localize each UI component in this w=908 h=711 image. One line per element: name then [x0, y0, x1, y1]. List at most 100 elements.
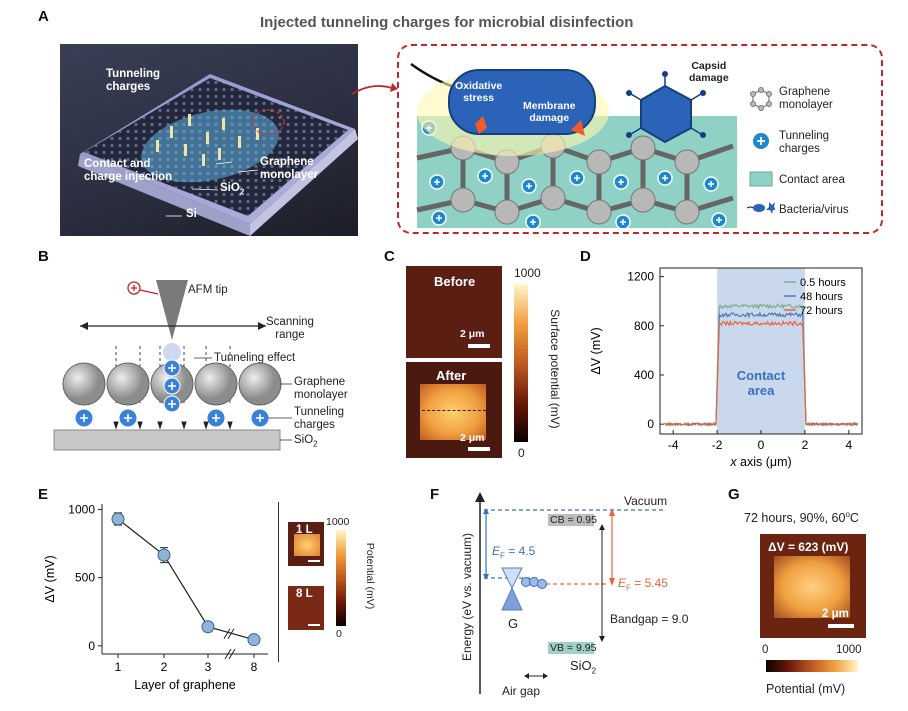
inset-1l-label: 1 L [296, 524, 313, 536]
ylabel-d: ΔV (mV) [589, 327, 603, 374]
colorbar-e-label: Potential (mV) [364, 542, 376, 610]
graphene-device-photo: Tunneling charges Contact and charge inj… [60, 44, 358, 236]
colorbar-g [766, 660, 858, 672]
tunneling-charge-icon [753, 133, 769, 149]
contact-area-shade [717, 268, 805, 434]
sio2-label-f: SiO2 [570, 658, 597, 676]
vb-label: VB = 9.95 [550, 642, 597, 654]
colorbar-c [514, 284, 528, 442]
series-line-2 [664, 319, 858, 427]
colorbar-e-max: 1000 [326, 516, 350, 528]
inset-1l: 1 L [288, 522, 324, 566]
data-point-e [157, 548, 171, 562]
cb-label: CB = 0.95 [550, 514, 597, 526]
panel-d-label: D [580, 248, 591, 265]
sio2-substrate [53, 429, 281, 451]
data-point-e [201, 620, 215, 634]
membrane-damage-label: Membrane damage [523, 100, 576, 124]
xtick-label-d: -2 [712, 438, 723, 452]
tunneling-charge-faded [163, 343, 181, 361]
tunneling-effect-label: Tunneling effect [214, 352, 296, 364]
xtick-label-d: 4 [845, 438, 852, 452]
charges-label-b: Tunneling charges [294, 406, 345, 431]
graphene-monolayer-label: Graphene monolayer [260, 156, 319, 181]
sio2-label-b: SiO2 [294, 434, 318, 449]
series-line-e [117, 518, 255, 641]
g-map: ΔV = 623 (mV) 2 μm [760, 534, 866, 638]
panel-b-label: B [38, 248, 49, 265]
contact-injection-label: Contact and charge injection [84, 158, 173, 183]
legend-contact: Contact area [779, 174, 845, 186]
g-dv-label: ΔV = 623 (mV) [768, 540, 849, 554]
xtick-label-e: 3 [205, 660, 212, 674]
scanning-range-label: Scanning range [266, 316, 314, 341]
xtick-label-d: -4 [668, 438, 679, 452]
inset-8l: 8 L [288, 586, 324, 630]
profile-line [422, 410, 486, 411]
g-condition: 72 hours, 90%, 60oC [744, 510, 859, 526]
ylabel-e: ΔV (mV) [43, 555, 57, 602]
ytick-label-d: 400 [634, 368, 654, 382]
axis-break-2 [228, 648, 236, 660]
inset-8l-label: 8 L [296, 588, 313, 600]
capsid-damage-label: Capsid damage [689, 60, 729, 84]
ef-graphene-label: EF = 4.5 [492, 544, 536, 561]
scale-bar-label: 2 μm [460, 328, 485, 340]
graphene-label-b: Graphene monolayer [294, 376, 348, 401]
before-map: Before 2 μm [406, 266, 502, 358]
mechanism-illustration [410, 62, 737, 228]
legend-bacteria: Bacteria/virus [779, 204, 849, 216]
vacuum-label: Vacuum [624, 494, 668, 508]
si-label: Si [186, 208, 197, 220]
g-scale-label: 2 μm [822, 608, 849, 620]
afm-schematic [53, 280, 292, 451]
bacteria-virus-icon [747, 202, 775, 214]
legend-label-1: 48 hours [800, 291, 843, 303]
colorbar-g-max: 1000 [836, 644, 862, 656]
colorbar-g-min: 0 [762, 644, 769, 656]
panel-e-label: E [38, 486, 49, 503]
colorbar-c-min: 0 [518, 446, 525, 460]
ef-sio2-label: EF = 5.45 [618, 576, 668, 593]
ytick-label-e: 0 [88, 639, 95, 653]
colorbar-c-max: 1000 [514, 266, 541, 280]
xtick-label-e: 2 [161, 660, 168, 674]
colorbar-e-min: 0 [336, 628, 342, 640]
divider-e [278, 502, 279, 662]
mechanism-inset: Oxidative stress Membrane damage Capsid … [397, 44, 883, 234]
graphene-g-label: G [508, 616, 519, 631]
scale-bar-label-2: 2 μm [460, 432, 485, 444]
ytick-label-d: 1200 [627, 270, 654, 284]
g-scale-bar [828, 624, 854, 628]
scale-bar-2 [468, 447, 490, 451]
dirac-cone-upper [501, 567, 523, 590]
contact-area-icon [749, 171, 773, 187]
axis-break-1 [224, 648, 232, 660]
after-label: After [436, 368, 467, 383]
ytick-label-e: 1000 [68, 502, 95, 516]
legend-label-0: 0.5 hours [800, 277, 846, 289]
afm-tip-label: AFM tip [188, 284, 228, 296]
sio2-label: SiO2 [220, 182, 245, 197]
xtick-label-e: 1 [115, 660, 122, 674]
data-point-e [247, 633, 261, 647]
xlabel-d: x axis (μm) [729, 455, 791, 469]
energy-axis-label: Energy (eV vs. vacuum) [460, 532, 474, 662]
xtick-label-d: 2 [802, 438, 809, 452]
xtick-label-d: 0 [758, 438, 765, 452]
scale-bar [468, 344, 490, 348]
contact-area-hot [420, 384, 486, 440]
legend-tunneling: Tunneling charges [779, 130, 830, 155]
colorbar-g-label: Potential (mV) [766, 682, 846, 696]
xlabel-e: Layer of graphene [134, 678, 236, 692]
dirac-cone-lower [501, 586, 523, 611]
colorbar-e [336, 530, 346, 626]
ytick-label-e: 500 [75, 571, 95, 585]
graphene-monolayer-icon [750, 87, 772, 111]
data-point-e [111, 512, 125, 526]
afm-tip-icon [127, 280, 188, 340]
panel-a-title: Injected tunneling charges for microbial… [260, 14, 634, 31]
